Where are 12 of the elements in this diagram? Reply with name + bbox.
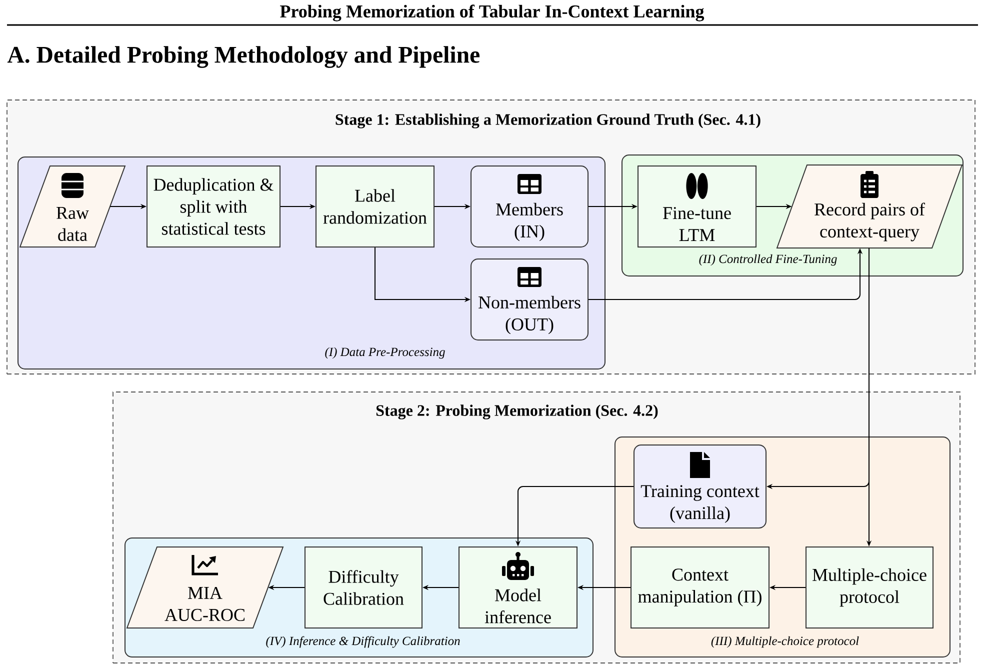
process-box: Context manipulation (Π) [630,546,770,628]
data-box: Training context (vanilla) [634,444,766,528]
process-box: Model inference [458,546,578,628]
section-heading: A. Detailed Probing Methodology and Pipeline [7,46,480,68]
process-box: Fine-tune LTM [638,166,756,248]
process-box: Difficulty Calibration [304,546,422,628]
running-header: Probing Memorization of Tabular In-Context Learning [280,4,704,22]
process-box: Deduplication & split with statistical tests [146,166,280,248]
process-box: Multiple-choice protocol [806,546,934,628]
data-box: Members (IN) [470,166,588,248]
data-box: Non-members (OUT) [470,258,588,340]
process-box: Label randomization [316,166,434,248]
